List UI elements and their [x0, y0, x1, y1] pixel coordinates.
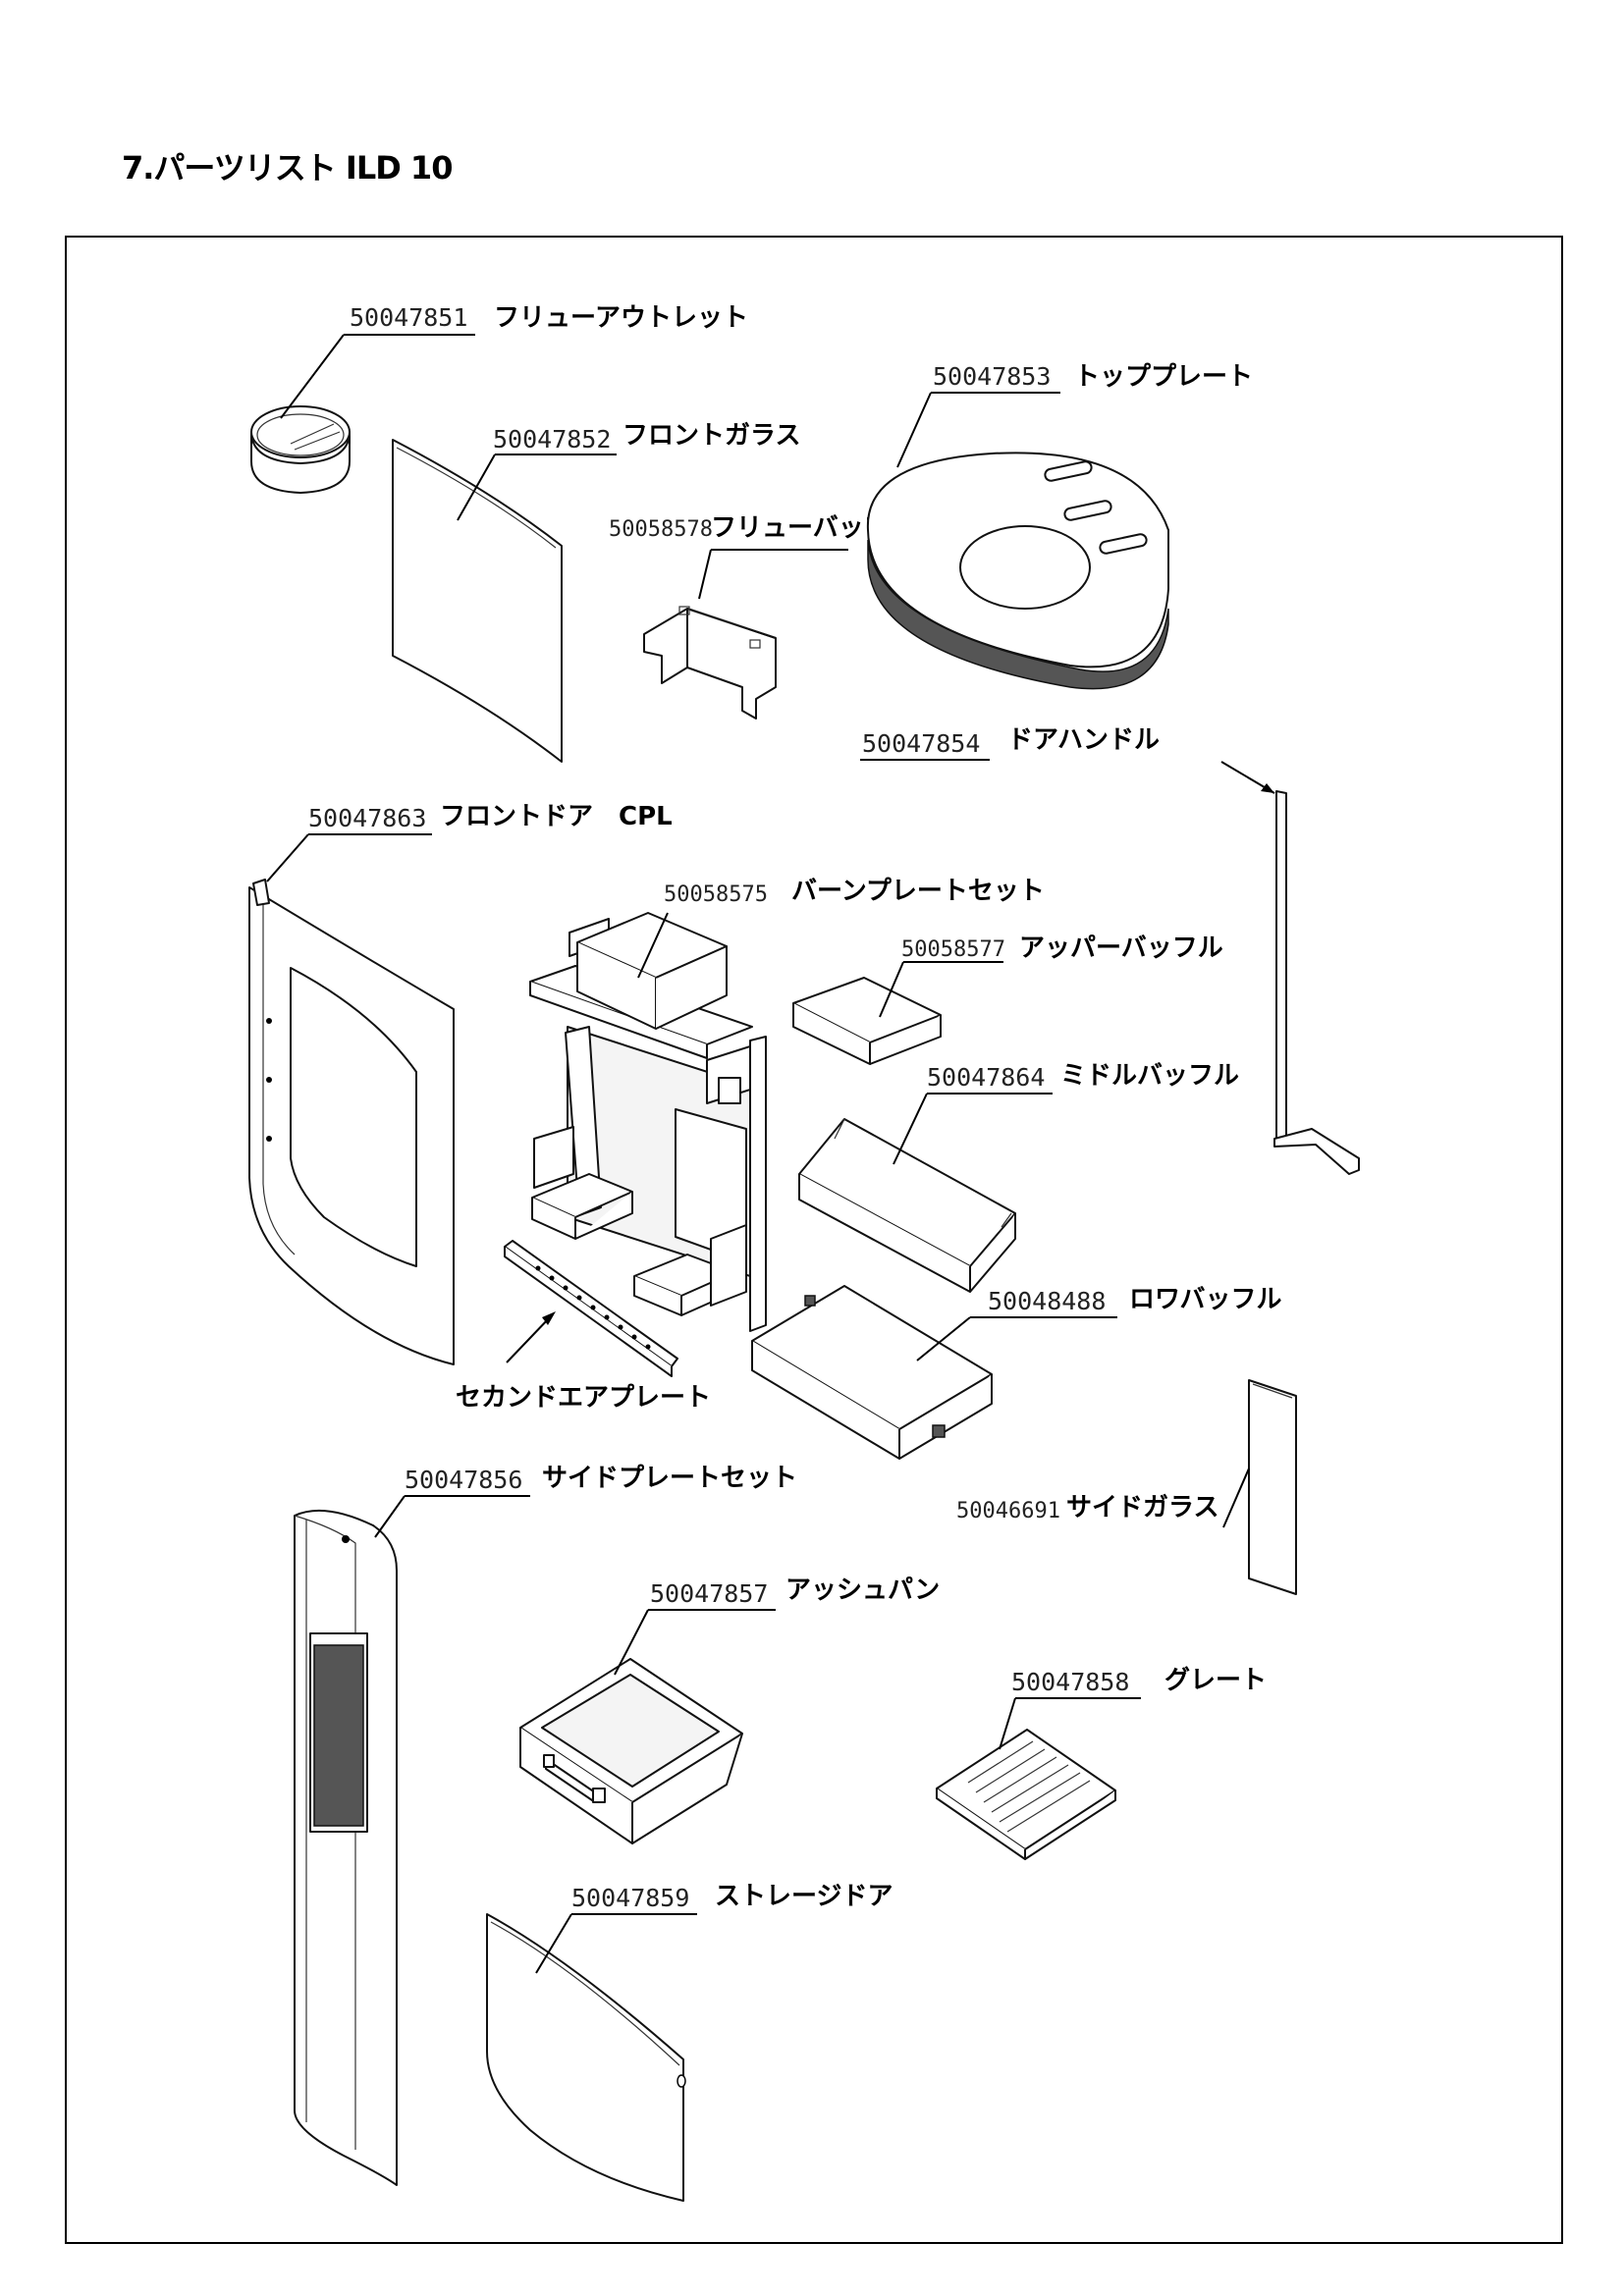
- flue-outlet-drawing: [250, 405, 351, 494]
- storage-door-drawing: [486, 1913, 686, 2202]
- lower-baffle-drawing: [751, 1285, 993, 1460]
- part-name-front-glass: フロントガラス: [623, 421, 800, 451]
- part-name-lower-baffle: ロワバッフル: [1129, 1285, 1281, 1314]
- part-name-top-plate: トッププレート: [1074, 362, 1253, 392]
- grate-drawing: [936, 1729, 1116, 1860]
- part-number-burn-plate-set: 50058575: [664, 882, 768, 907]
- top-plate-drawing: [866, 452, 1169, 690]
- part-name-middle-baffle: ミドルバッフル: [1060, 1061, 1239, 1091]
- part-name-side-glass: サイドガラス: [1066, 1493, 1218, 1522]
- part-name-upper-baffle: アッパーバッフル: [1019, 934, 1223, 963]
- part-number-middle-baffle: 50047864: [927, 1063, 1045, 1092]
- part-name-side-plate-set: サイドプレートセット: [542, 1464, 797, 1493]
- middle-baffle-drawing: [798, 1118, 1016, 1293]
- part-number-flue-baffle: 50058578: [609, 517, 713, 542]
- burn-plate-set-drawing: [529, 912, 767, 1332]
- part-number-storage-door: 50047859: [571, 1884, 689, 1912]
- part-number-lower-baffle: 50048488: [988, 1287, 1106, 1315]
- front-door-drawing: [248, 879, 455, 1365]
- part-name-ash-pan: アッシュパン: [785, 1575, 940, 1605]
- page-title: 7.パーツリスト ILD 10: [122, 149, 453, 187]
- part-number-flue-outlet: 50047851: [350, 303, 467, 332]
- part-number-upper-baffle: 50058577: [901, 937, 1005, 962]
- part-name-front-door: フロントドア CPL: [440, 802, 673, 831]
- part-number-top-plate: 50047853: [933, 362, 1051, 391]
- door-handle-drawing: [1273, 790, 1360, 1175]
- part-name-flue-outlet: フリューアウトレット: [494, 303, 748, 333]
- part-name-storage-door: ストレージドア: [715, 1882, 893, 1911]
- diagram-frame: [65, 236, 1563, 2244]
- part-number-side-plate-set: 50047856: [405, 1466, 522, 1494]
- upper-baffle-drawing: [792, 977, 942, 1065]
- part-name-second-air-plate: セカンドエアプレート: [456, 1383, 711, 1413]
- side-glass-drawing: [1248, 1379, 1297, 1595]
- part-number-grate: 50047858: [1011, 1668, 1129, 1696]
- part-number-front-door: 50047863: [308, 804, 426, 832]
- second-air-plate-drawing: [504, 1240, 678, 1377]
- ash-pan-drawing: [519, 1658, 743, 1844]
- part-number-ash-pan: 50047857: [650, 1579, 768, 1608]
- front-glass-drawing: [392, 439, 563, 763]
- side-plate-set-drawing: [294, 1509, 398, 2186]
- part-number-door-handle: 50047854: [862, 729, 980, 758]
- flue-baffle-drawing: [643, 606, 777, 720]
- part-number-front-glass: 50047852: [493, 425, 611, 454]
- part-name-burn-plate-set: バーンプレートセット: [791, 877, 1045, 906]
- part-number-side-glass: 50046691: [956, 1499, 1060, 1523]
- part-name-grate: グレート: [1164, 1666, 1267, 1695]
- part-name-door-handle: ドアハンドル: [1007, 725, 1160, 755]
